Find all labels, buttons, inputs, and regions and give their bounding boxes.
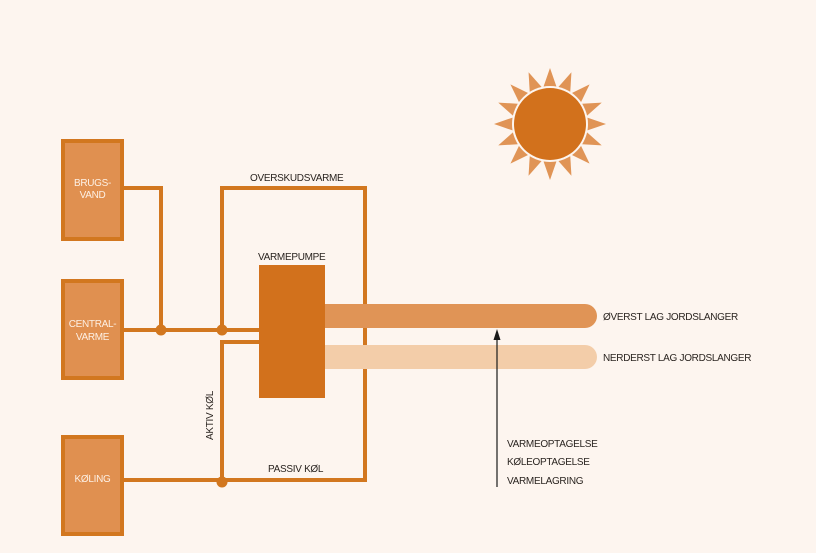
label-aktiv-kol: AKTIV KØL	[205, 390, 216, 440]
label-passiv-kol: PASSIV KØL	[268, 464, 324, 475]
pipe-aktiv-kol	[220, 340, 259, 480]
box-label: BRUGS-	[74, 178, 111, 189]
arrow-head	[493, 329, 501, 340]
junction-dot	[155, 324, 167, 336]
arrow-label: VARMEOPTAGELSE	[507, 439, 598, 450]
label-varmepumpe: VARMEPUMPE	[258, 252, 326, 263]
box-centralvarme: CENTRAL- VARME	[61, 279, 124, 380]
label-lower-layer: NERDERST LAG JORDSLANGER	[603, 353, 751, 364]
box-label: VAND	[80, 190, 106, 201]
sun-core	[514, 88, 586, 160]
sun-ray	[494, 117, 513, 131]
sun-ray	[528, 156, 542, 176]
sun-ray	[582, 132, 602, 146]
arrow-label: VARMELAGRING	[507, 476, 584, 487]
lower-ground-loop	[325, 345, 597, 369]
sun-ray	[571, 145, 590, 164]
pipes	[123, 186, 367, 482]
sun-ray	[587, 117, 606, 131]
junction-dot	[216, 476, 228, 488]
arrow-label: KØLEOPTAGELSE	[507, 457, 590, 468]
sun-ray	[543, 161, 557, 180]
sun-ray	[498, 132, 518, 146]
box-label: KØLING	[75, 474, 112, 485]
pipe-brugsvand	[123, 186, 163, 330]
sun-icon	[494, 68, 606, 180]
box-label: VARME	[76, 332, 110, 343]
pipe-overskudsvarme	[220, 186, 367, 482]
sun-ray	[543, 68, 557, 87]
sun-ray	[528, 72, 542, 92]
box-label: CENTRAL-	[69, 319, 117, 330]
sun-ray	[558, 72, 572, 92]
sun-ray	[571, 84, 590, 103]
sun-ray	[558, 156, 572, 176]
label-overskudsvarme: OVERSKUDSVARME	[250, 173, 344, 184]
box-brugsvand: BRUGS- VAND	[61, 139, 124, 241]
upper-ground-loop	[325, 304, 597, 328]
junction-dot	[216, 324, 228, 336]
box-koling: KØLING	[61, 435, 124, 536]
label-upper-layer: ØVERST LAG JORDSLANGER	[603, 312, 738, 323]
heat-pump-unit	[259, 265, 325, 398]
sun-ray	[582, 102, 602, 116]
sun-ray	[510, 145, 529, 164]
sun-ray	[498, 102, 518, 116]
sun-ray	[510, 84, 529, 103]
